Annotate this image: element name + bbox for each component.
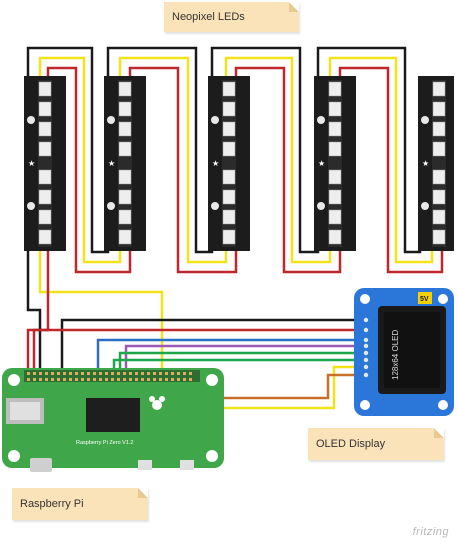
neopixel-strip: ★ bbox=[24, 76, 66, 251]
wire-yellow-data bbox=[38, 251, 164, 372]
pi-label-note: Raspberry Pi bbox=[12, 488, 148, 520]
voltage-badge: 5V bbox=[420, 296, 429, 303]
neopixel-strip: ★ bbox=[104, 76, 146, 251]
svg-text:★: ★ bbox=[318, 159, 325, 168]
svg-text:★: ★ bbox=[212, 159, 219, 168]
raspberry-logo-icon bbox=[149, 396, 165, 410]
neopixel-strip: ★ bbox=[418, 76, 454, 251]
wire-blue-oled bbox=[96, 338, 366, 372]
svg-text:★: ★ bbox=[422, 159, 429, 168]
power-port bbox=[180, 460, 194, 470]
svg-text:★: ★ bbox=[108, 159, 115, 168]
oled-pin-header bbox=[363, 317, 369, 378]
processor-chip bbox=[86, 398, 140, 432]
board-name: Raspberry Pi Zero V1.2 bbox=[76, 440, 133, 446]
fritzing-watermark: fritzing bbox=[412, 526, 449, 538]
usb-port bbox=[138, 460, 152, 470]
led-label-note: Neopixel LEDs bbox=[164, 2, 299, 32]
oled-display-board: 5V 128x64 OLED bbox=[354, 288, 454, 416]
neopixel-strip: ★ bbox=[314, 76, 356, 251]
neopixel-strips: ★ ★ ★ bbox=[24, 76, 454, 251]
wire-purple-oled bbox=[124, 344, 366, 372]
oled-label-note: OLED Display bbox=[308, 428, 444, 460]
wire-red-oled-vcc bbox=[32, 328, 366, 372]
svg-text:★: ★ bbox=[28, 159, 35, 168]
wire-green-oled-a bbox=[118, 351, 366, 372]
neopixel-strip: ★ bbox=[208, 76, 250, 251]
wire-red-power bbox=[26, 251, 50, 372]
wire-black-ground bbox=[26, 251, 42, 372]
screen-text: 128x64 OLED bbox=[391, 330, 400, 380]
led-label: Neopixel LEDs bbox=[172, 11, 245, 23]
wire-black-oled-gnd bbox=[60, 318, 366, 372]
pi-label: Raspberry Pi bbox=[20, 498, 84, 510]
mini-hdmi-port bbox=[30, 458, 52, 472]
oled-label: OLED Display bbox=[316, 438, 386, 450]
raspberry-pi-board: Raspberry Pi Zero V1.2 bbox=[2, 368, 224, 472]
